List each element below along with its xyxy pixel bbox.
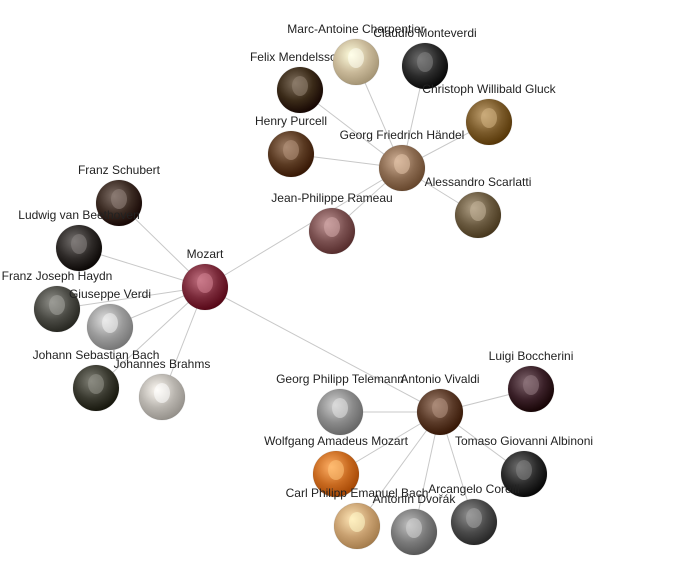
- avatar-ring: [465, 98, 513, 146]
- portrait-face-shape: [332, 398, 348, 418]
- portrait-face-shape: [324, 217, 340, 237]
- composer-node-haydn[interactable]: Franz Joseph Haydn: [2, 269, 113, 333]
- composer-name-label: Georg Philipp Telemann: [276, 372, 404, 386]
- composer-node-charpentier[interactable]: Marc-Antoine Charpentier: [287, 22, 425, 86]
- composer-node-mozart[interactable]: Mozart: [181, 247, 229, 311]
- composer-node-mendelssohn[interactable]: Felix Mendelssohn: [250, 50, 350, 114]
- composer-node-telemann[interactable]: Georg Philipp Telemann: [276, 372, 404, 436]
- avatar-ring: [181, 263, 229, 311]
- avatar-ring: [507, 365, 555, 413]
- composer-name-label: Giuseppe Verdi: [69, 287, 151, 301]
- composer-node-dvorak[interactable]: Antonín Dvořák: [373, 492, 457, 556]
- composer-name-label: Ludwig van Beethoven: [18, 208, 139, 222]
- composer-name-label: Tomaso Giovanni Albinoni: [455, 434, 593, 448]
- portrait-face-shape: [154, 383, 170, 403]
- composer-name-label: Henry Purcell: [255, 114, 327, 128]
- avatar-ring: [138, 373, 186, 421]
- avatar-ring: [416, 388, 464, 436]
- composer-name-label: Alessandro Scarlatti: [425, 175, 532, 189]
- portrait-face-shape: [406, 518, 422, 538]
- avatar-ring: [95, 179, 143, 227]
- composer-name-label: Antonio Vivaldi: [400, 372, 479, 386]
- avatar-ring: [72, 364, 120, 412]
- portrait-face-shape: [348, 48, 364, 68]
- composer-name-label: Antonín Dvořák: [373, 492, 457, 506]
- avatar-ring: [55, 224, 103, 272]
- composer-name-label: Franz Joseph Haydn: [2, 269, 113, 283]
- avatar-ring: [276, 66, 324, 114]
- avatar-ring: [33, 285, 81, 333]
- composer-name-label: Wolfgang Amadeus Mozart: [264, 434, 409, 448]
- edge-vivaldi-cpe_bach: [356, 411, 441, 527]
- portrait-face-shape: [481, 108, 497, 128]
- composer-node-brahms[interactable]: Johannes Brahms: [114, 357, 211, 421]
- portrait-face-shape: [71, 234, 87, 254]
- composer-name-label: Georg Friedrich Händel: [340, 128, 465, 142]
- composer-name-label: Mozart: [187, 247, 224, 261]
- portrait-face-shape: [328, 460, 344, 480]
- portrait-face-shape: [432, 398, 448, 418]
- portrait-face-shape: [470, 201, 486, 221]
- avatar-ring: [450, 498, 498, 546]
- portrait-face-shape: [516, 460, 532, 480]
- avatar-ring: [500, 450, 548, 498]
- composer-node-gluck[interactable]: Christoph Willibald Gluck: [422, 82, 557, 146]
- composer-name-label: Claudio Monteverdi: [373, 26, 476, 40]
- avatar-ring: [308, 207, 356, 255]
- composer-node-bach[interactable]: Johann Sebastian Bach: [33, 348, 160, 412]
- avatar-ring: [312, 450, 360, 498]
- portrait-face-shape: [197, 273, 213, 293]
- avatar-ring: [333, 502, 381, 550]
- portrait-face-shape: [88, 374, 104, 394]
- avatar-ring: [378, 144, 426, 192]
- composer-name-label: Jean-Philippe Rameau: [271, 191, 392, 205]
- composer-name-label: Christoph Willibald Gluck: [422, 82, 556, 96]
- composer-name-label: Felix Mendelssohn: [250, 50, 350, 64]
- edge-mozart-vivaldi: [204, 286, 441, 413]
- composer-name-label: Marc-Antoine Charpentier: [287, 22, 424, 36]
- portrait-face-shape: [417, 52, 433, 72]
- edge-mozart-handel: [204, 167, 403, 288]
- composer-node-schubert[interactable]: Franz Schubert: [78, 163, 161, 227]
- avatar-ring: [316, 388, 364, 436]
- avatar-ring: [267, 130, 315, 178]
- avatar-ring: [86, 303, 134, 351]
- edge-mozart-bach: [95, 286, 206, 389]
- composer-name-label: Luigi Boccherini: [489, 349, 574, 363]
- composer-node-corelli[interactable]: Arcangelo Corelli: [428, 482, 520, 546]
- composer-node-handel[interactable]: Georg Friedrich Händel: [340, 128, 465, 192]
- composer-node-rameau[interactable]: Jean-Philippe Rameau: [271, 191, 393, 255]
- avatar-ring: [401, 42, 449, 90]
- composer-node-scarlatti[interactable]: Alessandro Scarlatti: [425, 175, 532, 239]
- avatar-ring: [454, 191, 502, 239]
- portrait-face-shape: [349, 512, 365, 532]
- composer-node-vivaldi[interactable]: Antonio Vivaldi: [400, 372, 480, 436]
- composer-name-label: Arcangelo Corelli: [428, 482, 519, 496]
- composer-node-boccherini[interactable]: Luigi Boccherini: [489, 349, 574, 413]
- portrait-face-shape: [466, 508, 482, 528]
- portrait-face-shape: [523, 375, 539, 395]
- composer-name-label: Carl Philipp Emanuel Bach: [286, 486, 429, 500]
- composer-node-wam[interactable]: Wolfgang Amadeus Mozart: [264, 434, 409, 498]
- portrait-face-shape: [49, 295, 65, 315]
- composer-node-albinoni[interactable]: Tomaso Giovanni Albinoni: [455, 434, 593, 498]
- composer-node-monteverdi[interactable]: Claudio Monteverdi: [373, 26, 477, 90]
- portrait-face-shape: [394, 154, 410, 174]
- composer-node-purcell[interactable]: Henry Purcell: [255, 114, 327, 178]
- composer-name-label: Franz Schubert: [78, 163, 161, 177]
- composer-node-cpe_bach[interactable]: Carl Philipp Emanuel Bach: [286, 486, 429, 550]
- portrait-face-shape: [102, 313, 118, 333]
- composer-node-beethoven[interactable]: Ludwig van Beethoven: [18, 208, 140, 272]
- portrait-face-shape: [292, 76, 308, 96]
- composer-name-label: Johann Sebastian Bach: [33, 348, 160, 362]
- edge-mozart-haydn: [56, 286, 206, 310]
- portrait-face-shape: [111, 189, 127, 209]
- avatar-ring: [390, 508, 438, 556]
- portrait-face-shape: [283, 140, 299, 160]
- composer-node-verdi[interactable]: Giuseppe Verdi: [69, 287, 151, 351]
- composer-name-label: Johannes Brahms: [114, 357, 211, 371]
- avatar-ring: [332, 38, 380, 86]
